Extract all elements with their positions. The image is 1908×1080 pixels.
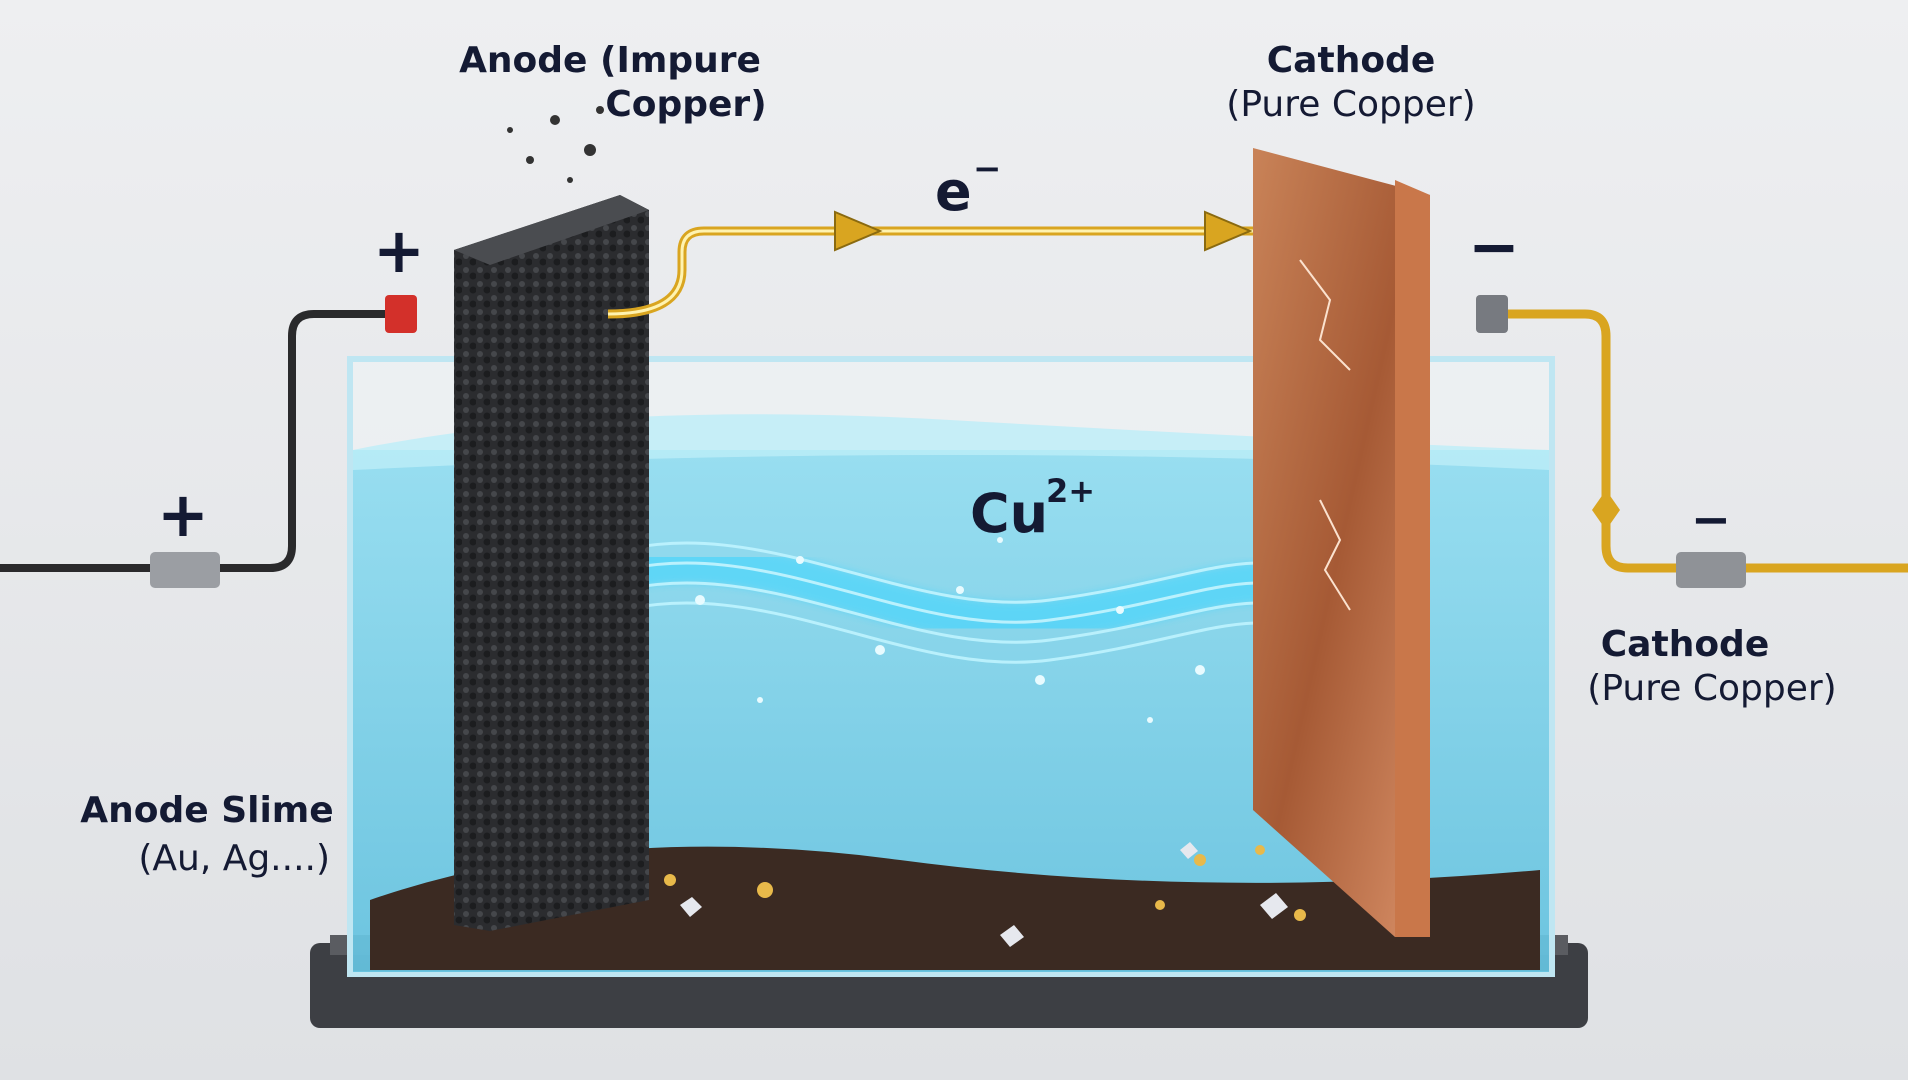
- electron-wire-highlight: [607, 229, 1253, 316]
- wire-right: [1500, 309, 1908, 573]
- connector-left: [150, 552, 220, 588]
- anode-terminal: [385, 295, 417, 333]
- anode-label-line2: Copper): [605, 84, 766, 125]
- anode-slime-label-line2: (Au, Ag....): [138, 838, 330, 879]
- cathode-plate: [1253, 148, 1430, 937]
- anode-slime-label-line1: Anode Slime: [80, 790, 333, 831]
- electron-superscript: −: [973, 149, 1002, 189]
- ion-label: Cu: [970, 482, 1048, 545]
- cathode-right-label-line1: Cathode: [1601, 624, 1769, 665]
- cathode-top-label-line1: Cathode: [1267, 40, 1435, 81]
- electron-arrow-icon: [834, 210, 1253, 252]
- cathode-terminal: [1476, 295, 1508, 333]
- anode-label-line1: Anode (Impure: [459, 40, 761, 81]
- cathode-right-label-line2: (Pure Copper): [1587, 668, 1836, 709]
- positive-sign-top: +: [373, 214, 425, 287]
- negative-sign-right: −: [1691, 492, 1731, 548]
- positive-sign-left: +: [157, 478, 209, 551]
- anode-slime-deposit: [370, 846, 1540, 970]
- anode-plate: [454, 195, 649, 931]
- cathode-top-label-line2: (Pure Copper): [1226, 84, 1475, 125]
- connector-right: [1676, 552, 1746, 588]
- anode-dust: [507, 106, 604, 183]
- wire-arrow-icon: [1592, 490, 1620, 530]
- negative-sign-top: −: [1468, 210, 1520, 283]
- negative-wire-left: [0, 310, 401, 572]
- ion-superscript: 2+: [1046, 472, 1095, 510]
- ion-flow: [582, 541, 1339, 664]
- electron-label: e: [935, 160, 972, 223]
- silver-particles: [680, 842, 1288, 947]
